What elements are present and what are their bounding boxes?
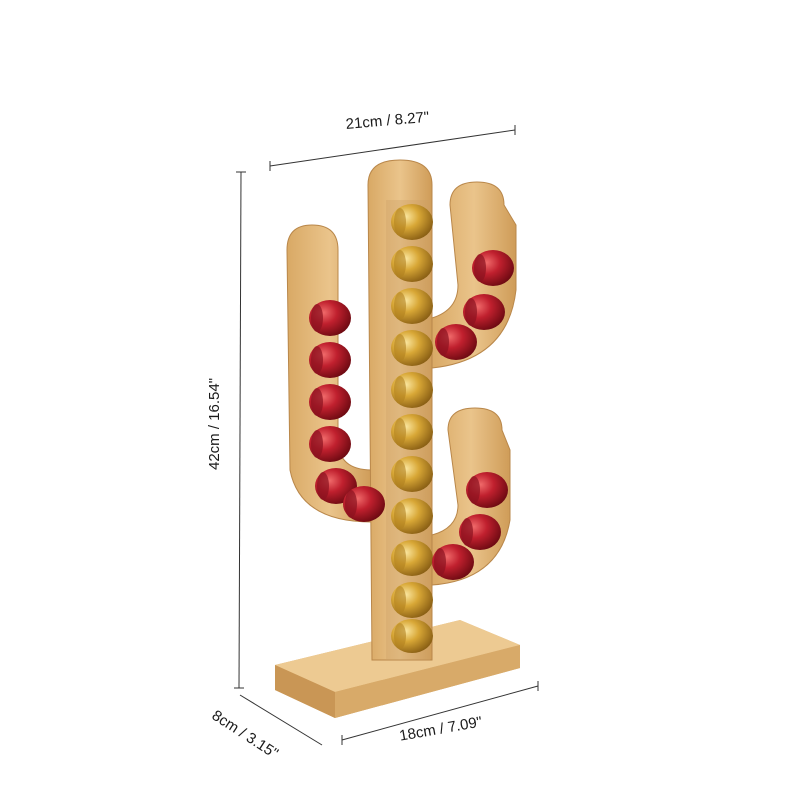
height-dimension-line — [238, 171, 242, 689]
height-label: 42cm / 16.54" — [206, 377, 223, 470]
gold-capsules — [391, 204, 433, 653]
red-capsules-lower-right-arm — [432, 472, 508, 580]
width-dimension-line — [269, 129, 516, 167]
depth-dimension-line — [239, 694, 323, 746]
base-dimension-line — [341, 685, 539, 741]
red-capsules-upper-right-arm — [435, 250, 514, 360]
dimension-lines — [234, 125, 539, 746]
red-capsules-left-arm — [309, 300, 385, 522]
